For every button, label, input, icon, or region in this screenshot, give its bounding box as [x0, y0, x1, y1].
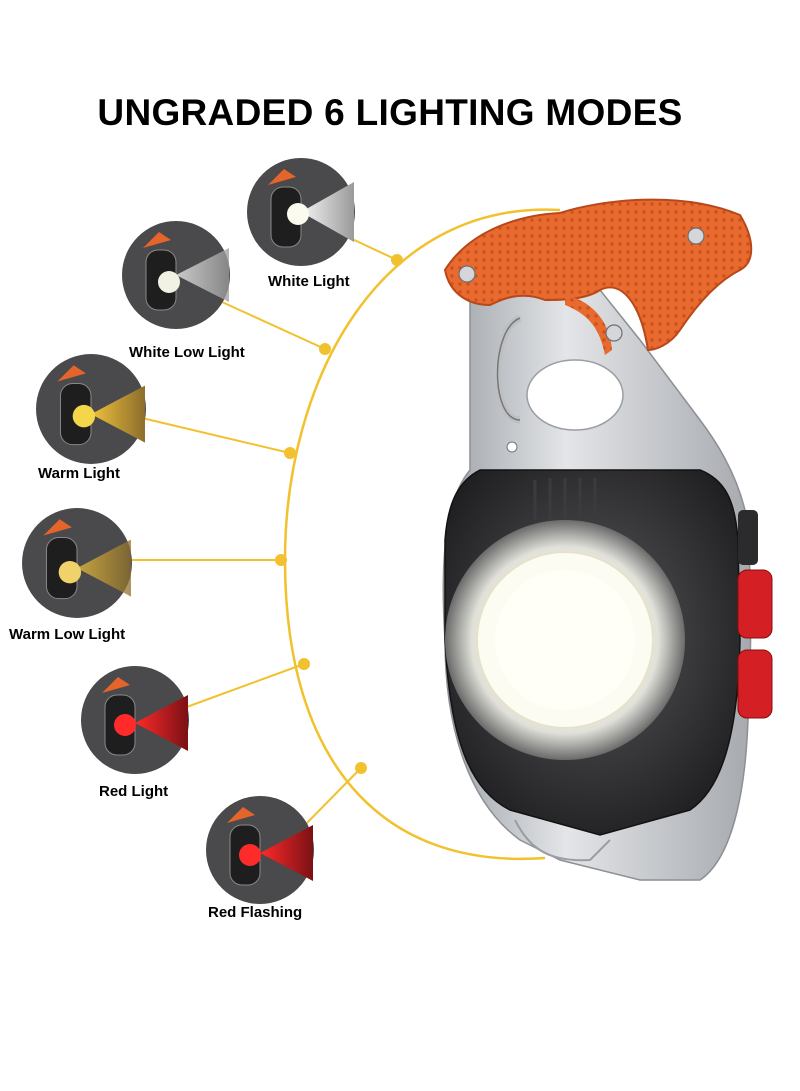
- keychain-flashlight-product: [442, 198, 773, 881]
- connector-lines: [127, 237, 398, 831]
- mode-thumb-white: [247, 158, 355, 266]
- mode-thumb-red: [81, 666, 189, 774]
- mode-label-white: White Light: [268, 273, 350, 290]
- mode-thumb-white-low: [122, 221, 230, 329]
- mode-label-warm: Warm Light: [38, 465, 120, 482]
- connector-dots: [275, 254, 403, 774]
- mode-label-white-low: White Low Light: [129, 344, 245, 361]
- mode-label-red: Red Light: [99, 783, 169, 800]
- mode-thumb-warm-low: [22, 508, 132, 618]
- mode-label-red-flashing: Red Flashing: [208, 904, 303, 921]
- mode-thumb-warm: [36, 354, 146, 464]
- mode-label-warm-low: Warm Low Light: [9, 626, 126, 643]
- mode-thumb-red-flashing: [206, 796, 314, 904]
- page-title: UNGRADED 6 LIGHTING MODES: [97, 92, 683, 133]
